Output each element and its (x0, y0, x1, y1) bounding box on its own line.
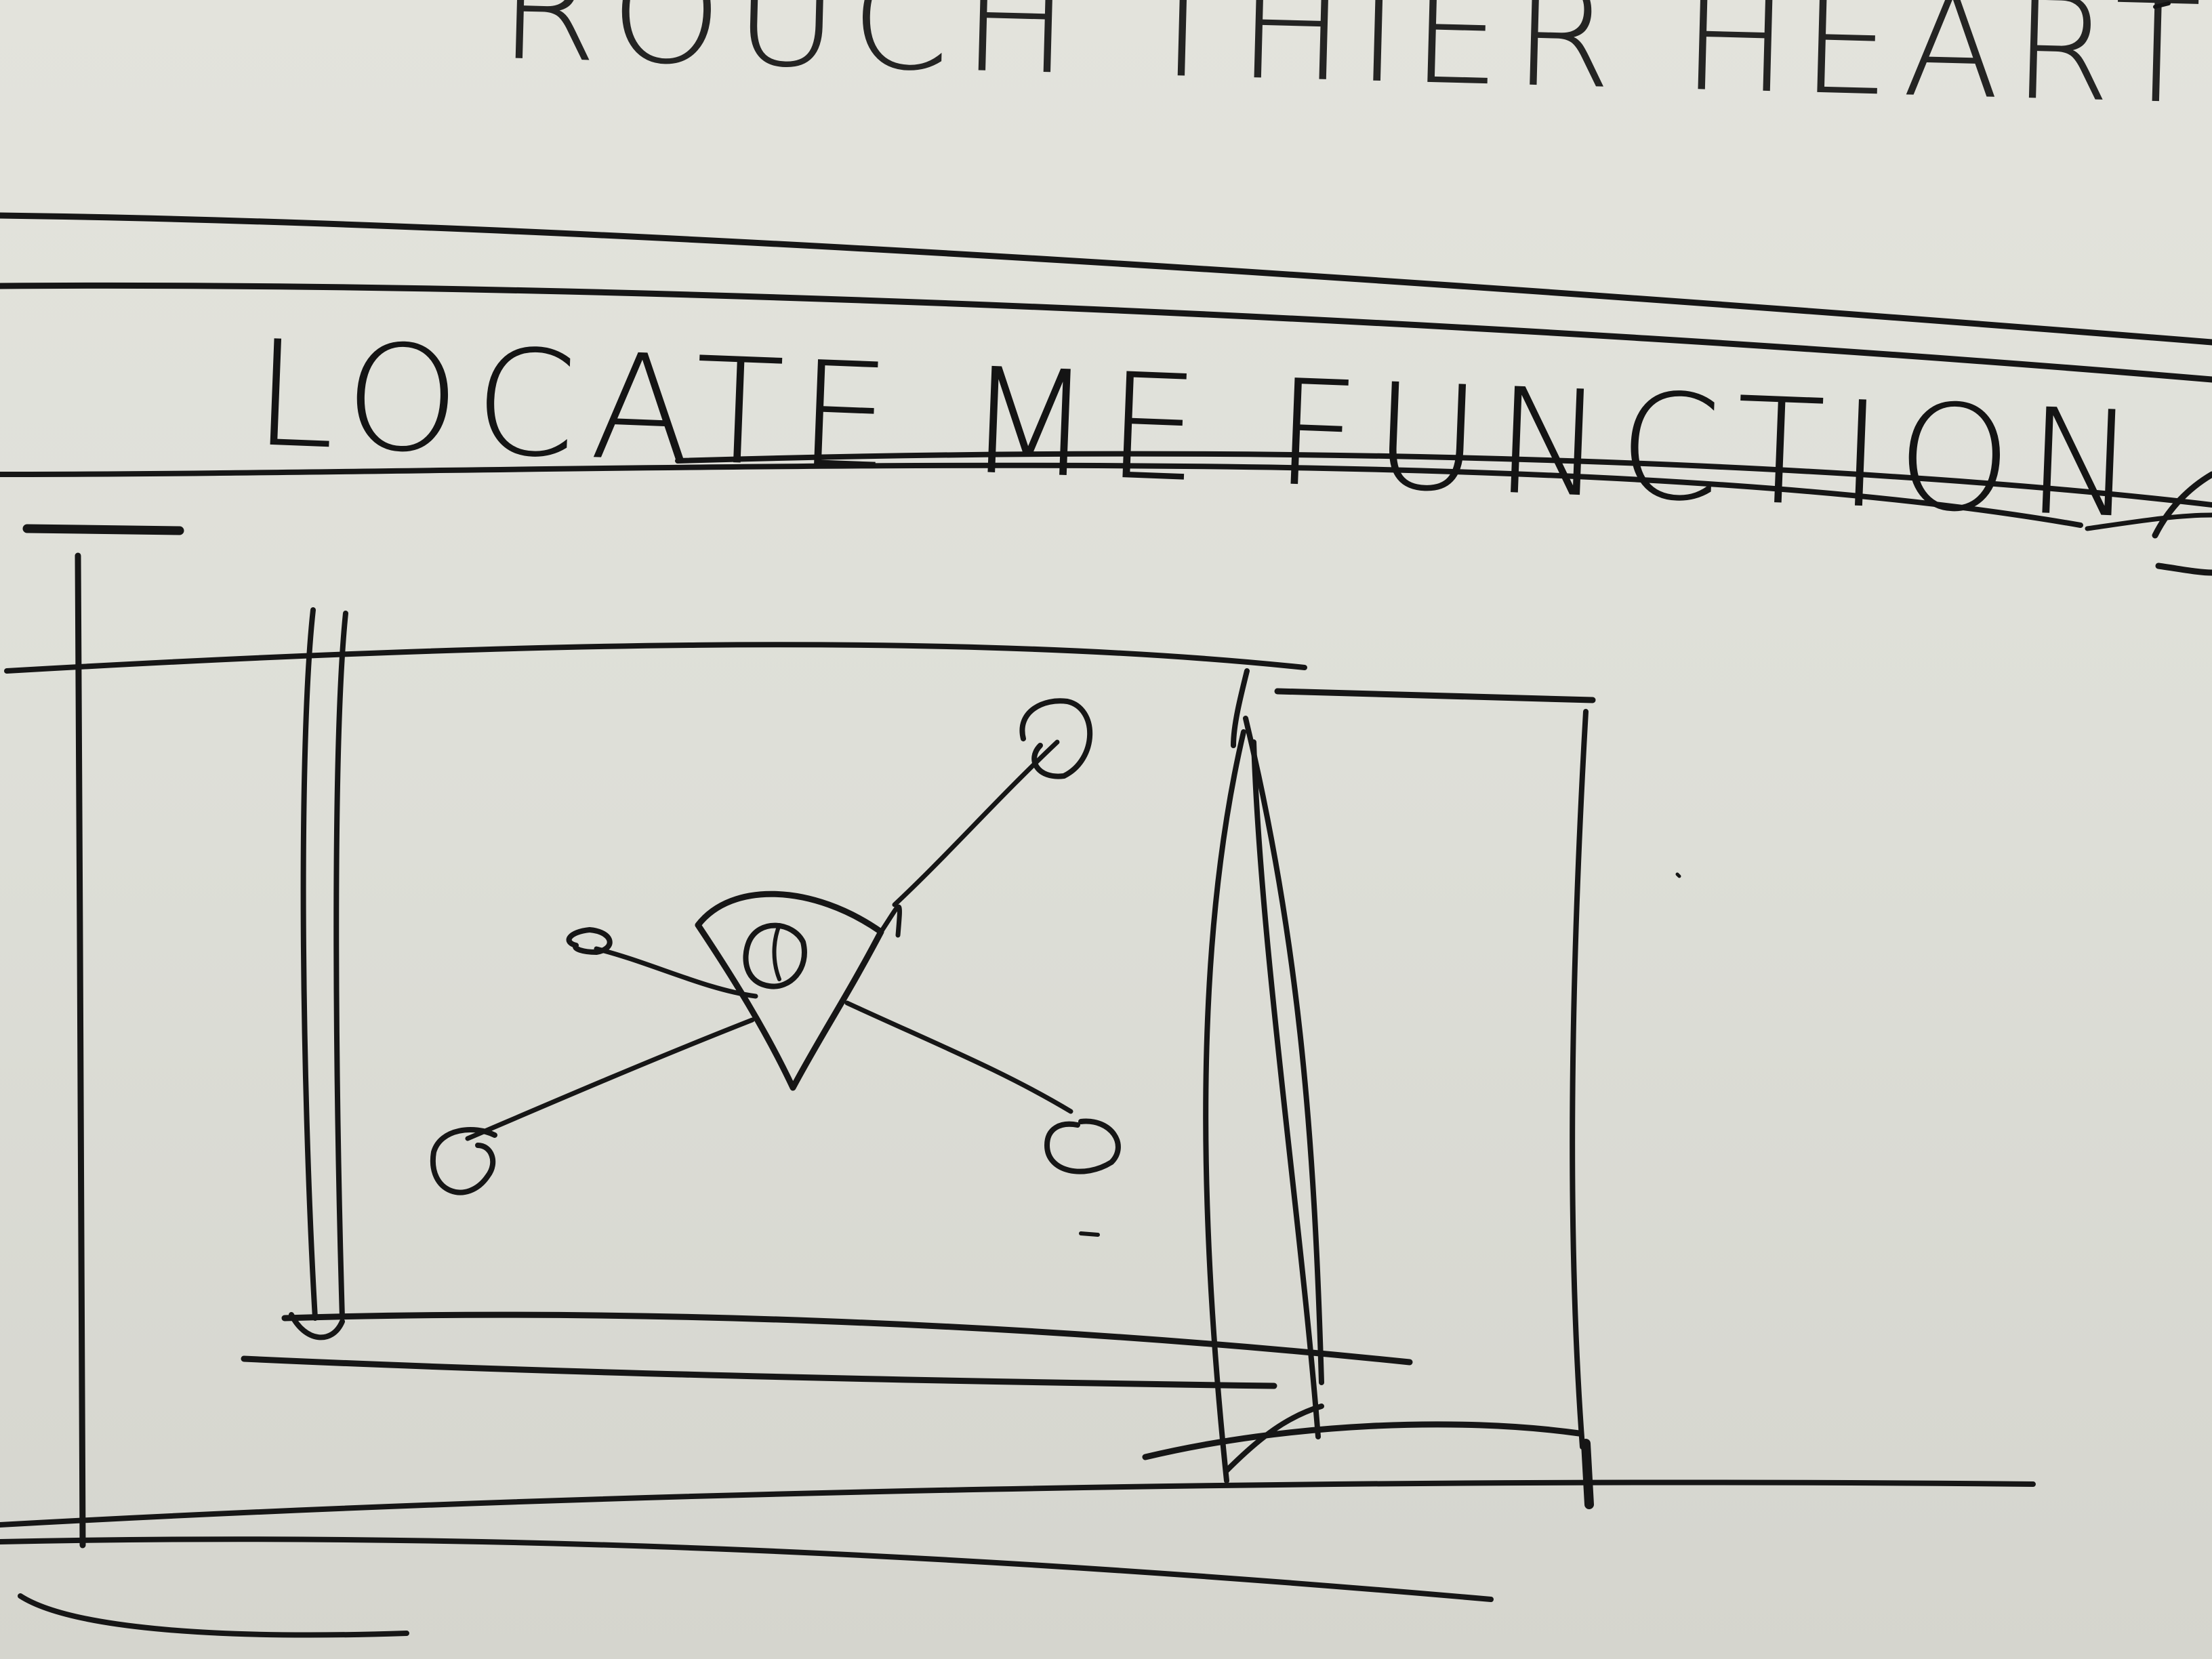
stray-marks (1079, 1, 2171, 1237)
marker-bottom-right-icon (1044, 1118, 1121, 1174)
outer-frame (4, 524, 1307, 1549)
marker-left-icon (566, 927, 613, 955)
map-panel (241, 607, 1413, 1389)
connector-lines (465, 739, 1073, 1141)
header-band-lines (0, 212, 2212, 576)
side-panel (1142, 668, 1596, 1509)
location-pin-icon (695, 890, 902, 1091)
nearby-location-markers (430, 698, 1121, 1195)
marker-bottom-left-icon (430, 1127, 497, 1195)
marker-top-right-icon (1019, 698, 1093, 779)
bottom-lines (0, 1479, 2036, 1638)
